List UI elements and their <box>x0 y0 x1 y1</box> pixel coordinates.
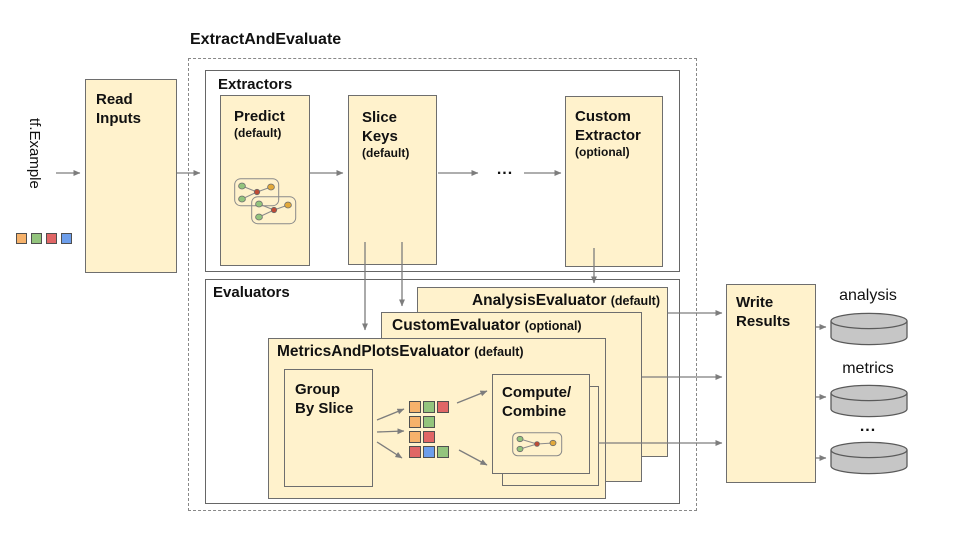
red-square <box>46 233 57 244</box>
model-graph-icon <box>234 178 297 225</box>
write-results-line2: Results <box>736 313 791 331</box>
slice-grid <box>409 401 449 461</box>
slice-grid-row <box>409 431 449 443</box>
combine-graph-icon <box>512 432 563 457</box>
red-square <box>423 431 435 443</box>
custom-extractor-qualifier: (optional) <box>575 145 630 160</box>
compute-combine-box: Compute/ Combine <box>492 374 590 474</box>
group-by-slice-box: Group By Slice <box>284 369 373 487</box>
analysis-db-icon <box>830 312 908 346</box>
more-outputs-ellipsis: ... <box>859 418 877 435</box>
slice-keys-line1: Slice <box>362 109 398 126</box>
blue-square <box>423 446 435 458</box>
orange-square <box>409 416 421 428</box>
group-by-slice-line2: By Slice <box>295 400 354 418</box>
orange-square <box>16 233 27 244</box>
read-inputs-line2: Inputs <box>96 110 141 128</box>
custom-extractor-box: Custom Extractor (optional) <box>565 96 663 267</box>
evaluators-label: Evaluators <box>213 284 290 301</box>
analysis-evaluator-qualifier: (default) <box>610 294 660 308</box>
input-squares <box>16 233 72 244</box>
custom-evaluator-label: CustomEvaluator <box>392 317 521 334</box>
green-square <box>423 416 435 428</box>
slice-keys-extractor-box: Slice Keys (default) <box>348 95 437 265</box>
predict-qualifier: (default) <box>234 126 282 141</box>
slice-keys-qualifier: (default) <box>362 146 410 161</box>
write-results-box: Write Results <box>726 284 816 483</box>
extract-and-evaluate-container <box>188 58 697 511</box>
read-inputs-line1: Read <box>96 91 133 108</box>
read-inputs-box: Read Inputs <box>85 79 177 273</box>
metrics-output-label: metrics <box>842 360 894 377</box>
custom-evaluator-qualifier: (optional) <box>524 319 582 333</box>
extractors-ellipsis: ... <box>496 161 514 178</box>
slice-grid-row <box>409 446 449 458</box>
custom-extractor-line1: Custom <box>575 108 631 125</box>
diagram-title: ExtractAndEvaluate <box>190 31 342 48</box>
orange-square <box>409 401 421 413</box>
predict-extractor-box: Predict (default) <box>220 95 310 266</box>
compute-combine-line2: Combine <box>502 403 567 421</box>
slice-grid-row <box>409 416 449 428</box>
green-square <box>423 401 435 413</box>
analysis-evaluator-label: AnalysisEvaluator <box>471 292 607 309</box>
metrics-evaluator-qualifier: (default) <box>474 345 524 359</box>
green-square <box>31 233 42 244</box>
tf-example-label: tf.Example <box>26 118 43 189</box>
custom-extractor-line2: Extractor <box>575 127 641 145</box>
group-by-slice-line1: Group <box>295 381 340 398</box>
compute-combine-line1: Compute/ <box>502 384 572 401</box>
metrics-evaluator-label: MetricsAndPlotsEvaluator <box>277 343 470 360</box>
predict-label: Predict <box>234 108 285 125</box>
other-db-icon <box>830 441 908 475</box>
red-square <box>437 401 449 413</box>
slice-keys-line2: Keys <box>362 128 398 146</box>
orange-square <box>409 431 421 443</box>
analysis-output-label: analysis <box>839 287 897 304</box>
extractors-label: Extractors <box>218 76 293 93</box>
green-square <box>437 446 449 458</box>
red-square <box>409 446 421 458</box>
slice-grid-row <box>409 401 449 413</box>
metrics-db-icon <box>830 384 908 418</box>
blue-square <box>61 233 72 244</box>
write-results-line1: Write <box>736 294 774 311</box>
